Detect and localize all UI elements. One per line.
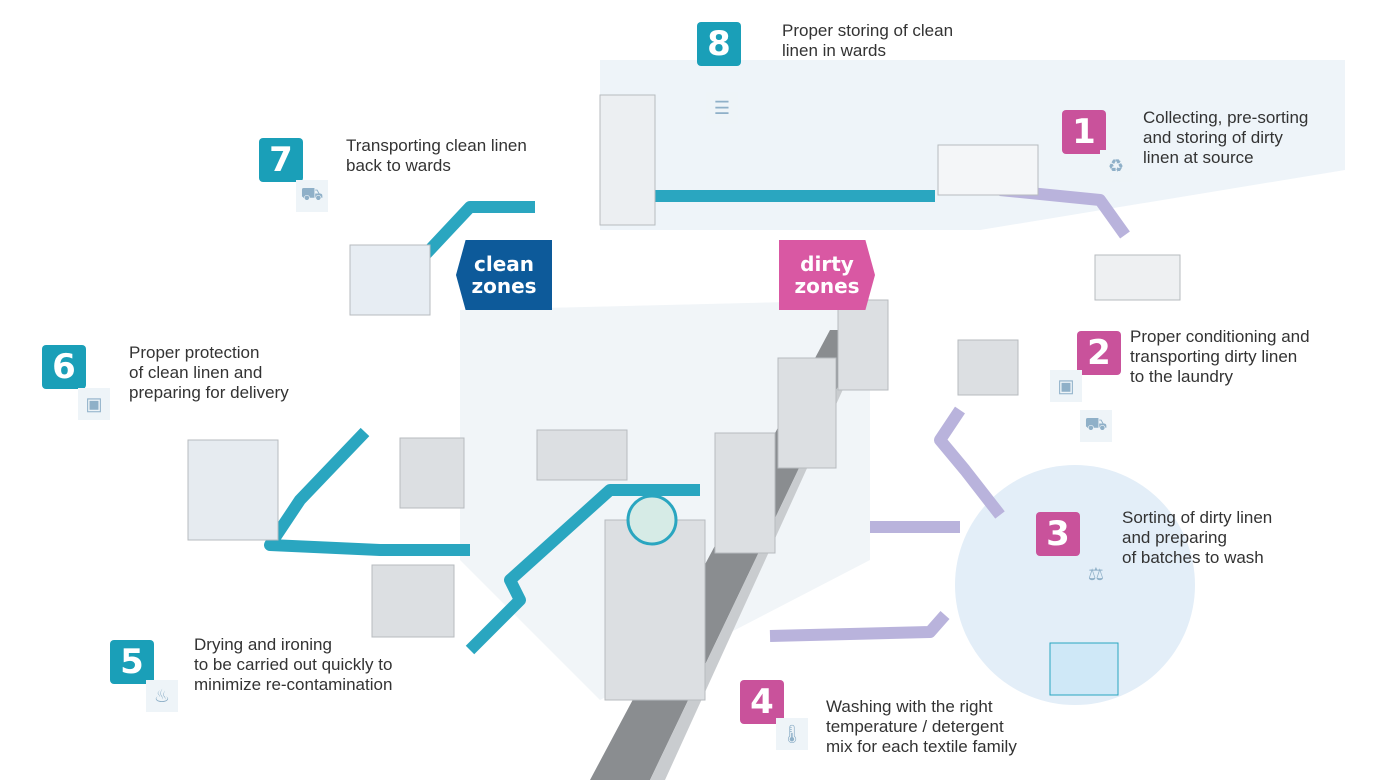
recycling-bin [1049, 642, 1119, 696]
washer [714, 432, 776, 554]
step-4-text: Washing with the right temperature / det… [826, 697, 1017, 756]
clean-shelf [599, 94, 656, 226]
step-8-badge: 8 [697, 22, 741, 66]
bacteria-icon [626, 494, 678, 546]
step-7-text: Transporting clean linen back to wards [346, 136, 527, 175]
step-7-badge: 7 [259, 138, 303, 182]
clean-zones-label: clean zones [456, 240, 552, 310]
cart-icon: ⛟ [1080, 410, 1112, 442]
bed [937, 144, 1039, 196]
step-1-text: Collecting, pre-sorting and storing of d… [1143, 108, 1309, 167]
step-4-badge: 4 [740, 680, 784, 724]
step-6-text: Proper protection of clean linen and pre… [129, 343, 289, 402]
scale-icon: ⚖ [1087, 563, 1105, 584]
box-icon: ▣ [1050, 370, 1082, 402]
washing-machines [187, 94, 1181, 701]
washer [604, 519, 706, 701]
package-icon: ▣ [78, 388, 110, 420]
steam-icon: ♨ [146, 680, 178, 712]
step-3-text: Sorting of dirty linen and preparing of … [1122, 508, 1273, 567]
clean-path-transport [420, 201, 535, 260]
washer [777, 357, 837, 469]
sorting-area [955, 465, 1195, 705]
sorting-trolley [1094, 254, 1181, 301]
dirty-zones-label: dirty zones [779, 240, 875, 310]
cart-icon: ⛟ [296, 180, 328, 212]
step-6-badge: 6 [42, 345, 86, 389]
step-2-badge: 2 [1077, 331, 1121, 375]
recycle-icon: ♻ [1100, 150, 1132, 182]
step-3-badge: 3 [1036, 512, 1080, 556]
step-2-text: Proper conditioning and transporting dir… [1130, 327, 1310, 386]
dryer [399, 437, 465, 509]
clean-trolley [349, 244, 431, 316]
thermometer-icon: 🌡 [776, 718, 808, 750]
washer [837, 299, 889, 391]
shelf-icon: ☰ [706, 92, 738, 124]
step-5-badge: 5 [110, 640, 154, 684]
clean-path-protection [264, 427, 470, 556]
clean-path-drying [465, 484, 700, 655]
wash-trolley [536, 429, 628, 481]
dirty-linen-cart [957, 339, 1019, 396]
step-5-text: Drying and ironing to be carried out qui… [194, 635, 393, 694]
step-1-badge: 1 [1062, 110, 1106, 154]
dirty-path-washing [769, 611, 950, 642]
ironer [371, 564, 455, 638]
dirty-path-transport [934, 406, 1005, 519]
delivery-cabinet [187, 439, 279, 541]
step-8-text: Proper storing of clean linen in wards [782, 21, 954, 60]
